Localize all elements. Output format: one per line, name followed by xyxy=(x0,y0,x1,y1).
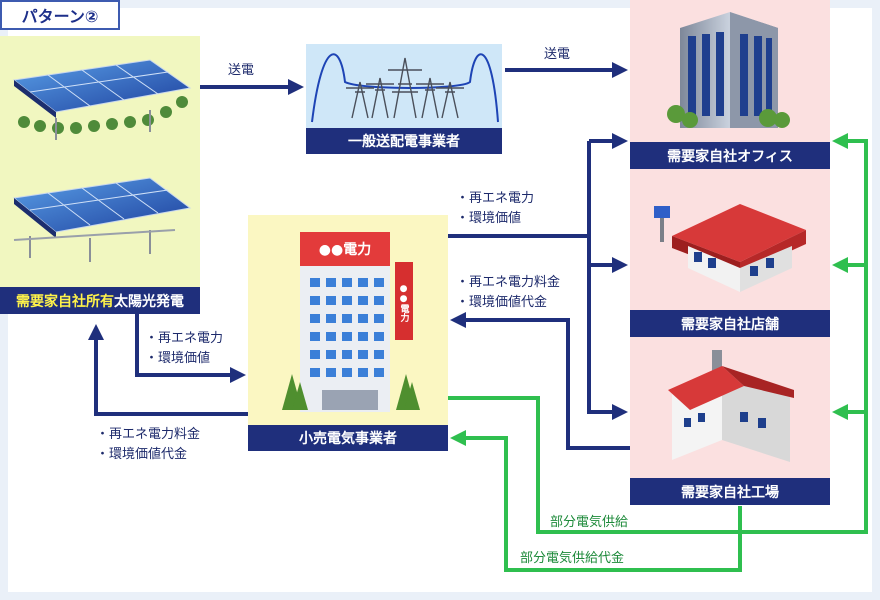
note-retail-out-1: ・再エネ電力 xyxy=(456,191,535,206)
office-label: 需要家自社オフィス xyxy=(630,142,830,169)
note-retail-in-2: ・環境価値代金 xyxy=(456,295,548,310)
green-arrowheads xyxy=(450,133,848,446)
green-flow-lines xyxy=(448,139,868,572)
solar-panel-icon xyxy=(12,59,192,140)
grid-operator-label: 一般送配電事業者 xyxy=(306,128,502,154)
note-grid-to-office: 送電 xyxy=(544,47,571,62)
pattern-title: パターン② xyxy=(0,0,120,30)
factory-icon xyxy=(668,350,794,462)
solar-owner-rest: 太陽光発電 xyxy=(114,293,184,310)
note-solar-to-retail-1: ・再エネ電力 xyxy=(145,331,224,346)
retailer-side-sign: ●●電力 xyxy=(398,284,409,322)
power-tower-icon xyxy=(306,44,502,128)
note-partial-supply: 部分電気供給 xyxy=(550,515,629,530)
retailer-label: 小売電気事業者 xyxy=(248,425,448,451)
retailer-sign: ●●電力 xyxy=(318,242,372,258)
note-retail-to-solar-1: ・再エネ電力料金 xyxy=(96,427,201,442)
solar-owner-label: 需要家自社所有太陽光発電 xyxy=(0,287,200,314)
store-icon xyxy=(654,204,806,292)
navy-arrowheads xyxy=(88,62,628,420)
solar-owner-highlight: 需要家自社所有 xyxy=(16,293,114,310)
store-label: 需要家自社店舗 xyxy=(630,310,830,337)
note-retail-in-1: ・再エネ電力料金 xyxy=(456,275,561,290)
office-building-icon xyxy=(667,12,790,128)
note-retail-to-solar-2: ・環境価値代金 xyxy=(96,447,188,462)
solar-panel-icon xyxy=(12,177,192,262)
note-retail-out-2: ・環境価値 xyxy=(456,211,522,226)
navy-flow-lines xyxy=(94,68,630,450)
factory-label: 需要家自社工場 xyxy=(630,478,830,505)
note-solar-to-grid: 送電 xyxy=(228,63,255,78)
note-partial-payment: 部分電気供給代金 xyxy=(520,551,625,566)
retailer-building-icon xyxy=(282,232,420,412)
note-solar-to-retail-2: ・環境価値 xyxy=(145,351,211,366)
